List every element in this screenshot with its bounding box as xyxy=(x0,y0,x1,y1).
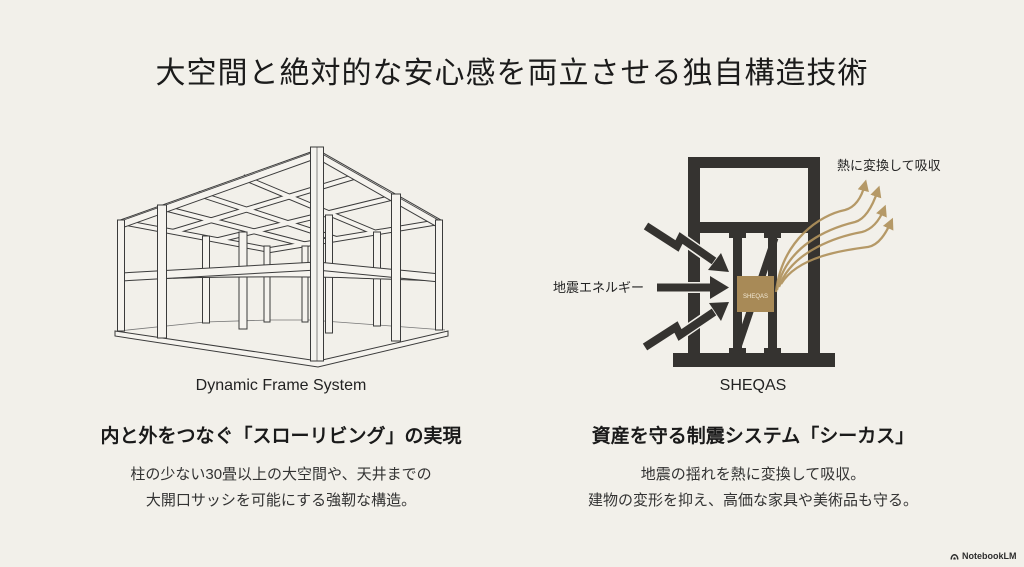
sheqas-damper: SHEQAS xyxy=(737,276,774,312)
left-description-line: 大開口サッシを可能にする強靭な構造。 xyxy=(145,491,417,509)
seismic-energy-label: 地震エネルギー xyxy=(553,280,645,295)
slide-title: 大空間と絶対的な安心感を両立させる独自構造技術 xyxy=(155,56,869,91)
left-description: 柱の少ない30畳以上の大空間や、天井までの 大開口サッシを可能にする強靭な構造。 xyxy=(51,462,511,513)
right-description: 地震の揺れを熱に変換して吸収。 建物の変形を抑え、高価な家具や美術品も守る。 xyxy=(523,462,983,513)
heat-absorption-label: 熱に変換して吸収 xyxy=(837,158,941,173)
watermark-label: NotebookLM xyxy=(962,551,1017,561)
right-description-line: 建物の変形を抑え、高価な家具や美術品も守る。 xyxy=(587,491,918,509)
notebooklm-logo-icon xyxy=(950,553,959,559)
dynamic-frame-caption: Dynamic Frame System xyxy=(195,377,367,394)
sheqas-caption: SHEQAS xyxy=(719,377,787,394)
left-description-line: 柱の少ない30畳以上の大空間や、天井までの xyxy=(130,466,432,483)
damper-label: SHEQAS xyxy=(743,294,768,300)
seismic-system-heading: 資産を守る制震システム「シーカス」 xyxy=(591,426,915,447)
building-frame xyxy=(673,157,835,367)
right-description-line: 地震の揺れを熱に変換して吸収。 xyxy=(640,466,866,483)
slow-living-heading: 内と外をつなぐ「スローリビング」の実現 xyxy=(100,426,462,447)
exterior-columns xyxy=(117,146,443,362)
perimeter-beams xyxy=(119,149,443,283)
notebooklm-watermark: NotebookLM xyxy=(950,551,1017,561)
heat-dissipation-arrows xyxy=(774,179,894,293)
seismic-energy-arrows xyxy=(642,221,729,352)
